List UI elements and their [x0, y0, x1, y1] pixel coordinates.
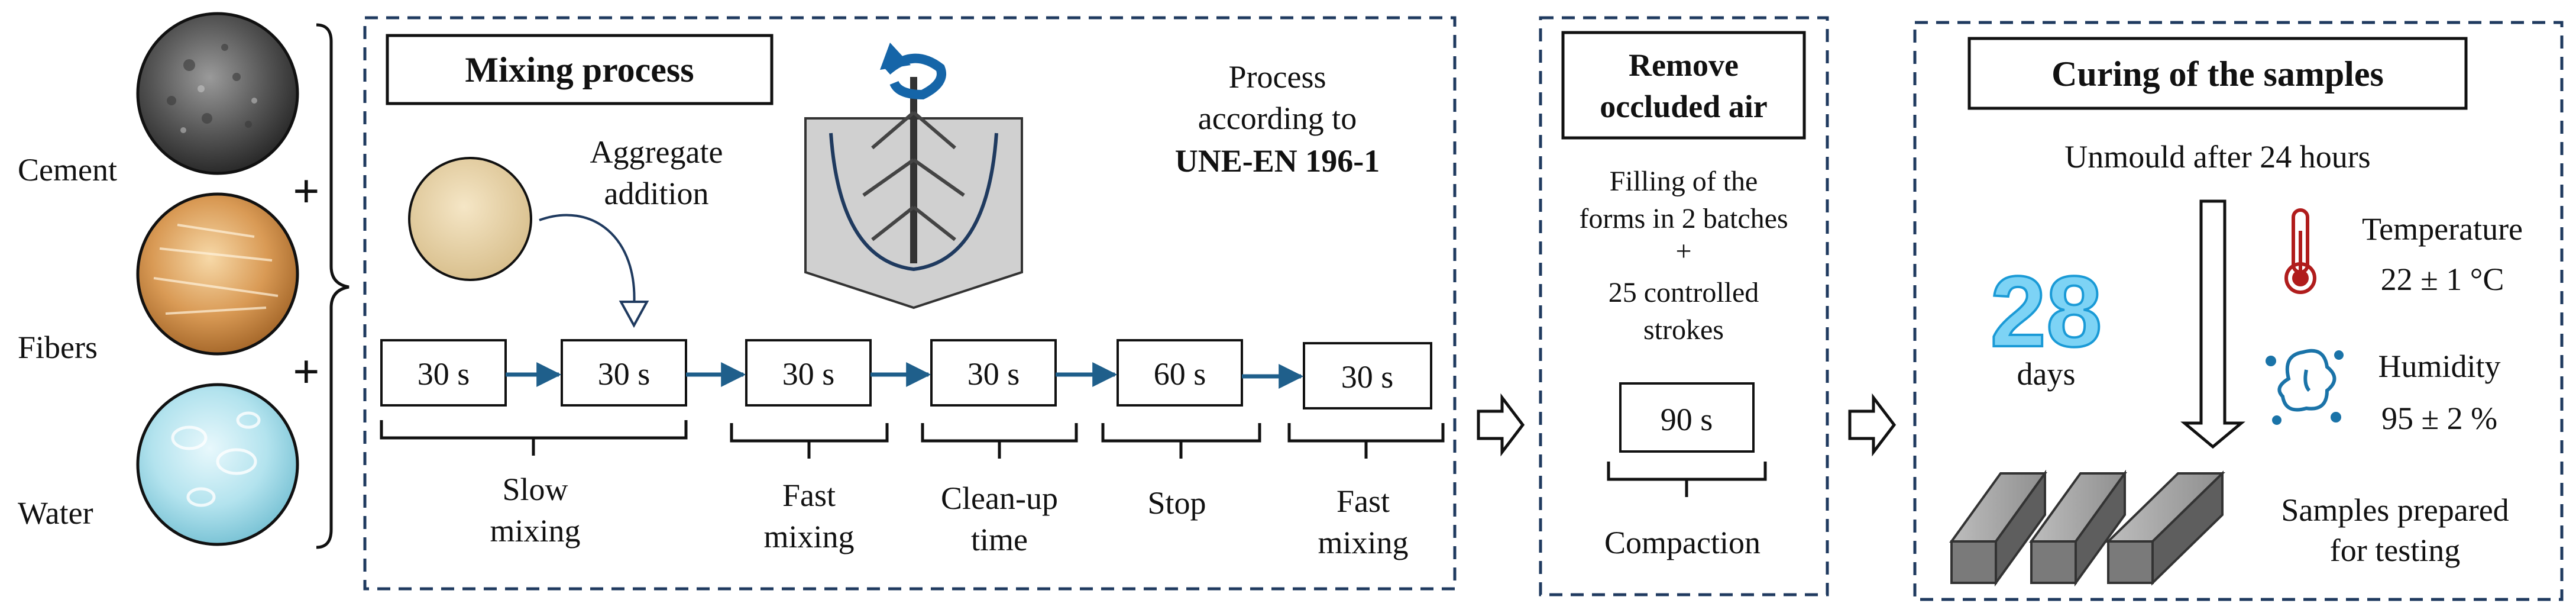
mixing-steps: 30 s 30 s 30 s 30 s 60 s 30 s	[380, 339, 1432, 409]
filling-text: +	[1675, 236, 1691, 267]
mixer-icon	[804, 43, 1023, 309]
flow-arrow-icon	[1848, 393, 1897, 457]
flow-arrow-icon	[1477, 393, 1525, 457]
cement-label: Cement	[18, 152, 117, 188]
curing-panel: Curing of the samples Unmould after 24 h…	[1913, 21, 2564, 601]
compaction-title-line2: occluded air	[1600, 89, 1767, 124]
compaction-time-box	[1619, 382, 1755, 453]
curing-title-box	[1967, 37, 2468, 110]
rotation-arrow-icon	[880, 43, 946, 100]
fibers-image	[136, 192, 299, 356]
unmould-text: Unmould after 24 hours	[2064, 139, 2370, 175]
compaction-panel: Remove occluded air Filling of the forms…	[1539, 16, 1829, 596]
samples-text-line2: for testing	[2330, 533, 2460, 568]
filling-text: forms in 2 batches	[1579, 203, 1788, 234]
down-arrow-icon	[2180, 199, 2245, 449]
phase-label: Clean-up	[941, 480, 1058, 516]
phase-label: Fast	[782, 478, 836, 513]
process-note-standard: UNE-EN 196-1	[1175, 143, 1380, 179]
water-label: Water	[18, 495, 93, 531]
step-time: 60 s	[1154, 356, 1206, 392]
ingredients-column: Cement Fibers Water	[18, 12, 349, 549]
sand-image	[408, 157, 532, 281]
mixing-panel: Mixing process Aggregate addition Proce	[363, 16, 1457, 591]
step-time: 30 s	[1341, 359, 1394, 395]
phase-label: mixing	[1318, 525, 1408, 560]
fibers-label: Fibers	[18, 330, 98, 365]
phase-label: mixing	[490, 513, 580, 549]
aggregate-label-line1: Aggregate	[590, 134, 723, 170]
humidity-icon	[2266, 349, 2344, 425]
filling-text: Filling of the	[1610, 166, 1758, 197]
phase-labels: Slow mixing Fast mixing Clean-up time St…	[490, 472, 1408, 560]
mixing-title-box	[386, 34, 774, 105]
water-image	[136, 383, 299, 546]
samples-text-line1: Samples prepared	[2281, 492, 2509, 528]
days-number: 28	[1990, 256, 2102, 368]
compaction-title-box	[1561, 31, 1806, 140]
sample-prisms-icon	[1949, 469, 2225, 587]
aggregate-label-line2: addition	[604, 176, 709, 211]
mixing-title: Mixing process	[465, 50, 694, 89]
step-time: 30 s	[967, 356, 1020, 392]
humidity-label: Humidity	[2378, 349, 2500, 384]
curing-title: Curing of the samples	[2051, 54, 2384, 93]
compaction-time: 90 s	[1661, 402, 1713, 437]
filling-text: 25 controlled	[1609, 277, 1759, 308]
filling-text: strokes	[1643, 314, 1724, 346]
process-note-line2: according to	[1198, 101, 1357, 136]
step-arrows	[506, 362, 1304, 389]
compaction-label: Compaction	[1604, 525, 1761, 560]
phase-label: Slow	[502, 472, 568, 507]
phase-label: mixing	[763, 519, 854, 554]
thermometer-icon	[2284, 208, 2316, 294]
phase-label: time	[971, 522, 1028, 557]
plus-sign: +	[293, 166, 320, 218]
compaction-bracket	[1607, 462, 1767, 497]
temperature-value: 22 ± 1 °C	[2381, 262, 2504, 297]
cement-image	[136, 12, 299, 175]
curved-arrow-icon	[539, 214, 649, 328]
step-time: 30 s	[598, 356, 651, 392]
phase-brackets	[380, 420, 1445, 459]
humidity-value: 95 ± 2 %	[2381, 401, 2497, 436]
step-time: 30 s	[782, 356, 835, 392]
phase-label: Fast	[1336, 483, 1390, 519]
grouping-brace	[316, 23, 349, 549]
days-label: days	[2017, 356, 2076, 392]
plus-sign: +	[293, 346, 320, 398]
phase-label: Stop	[1147, 485, 1206, 521]
temperature-label: Temperature	[2362, 211, 2523, 247]
compaction-title-line1: Remove	[1629, 47, 1739, 83]
process-note-line1: Process	[1229, 59, 1326, 95]
step-time: 30 s	[418, 356, 470, 392]
